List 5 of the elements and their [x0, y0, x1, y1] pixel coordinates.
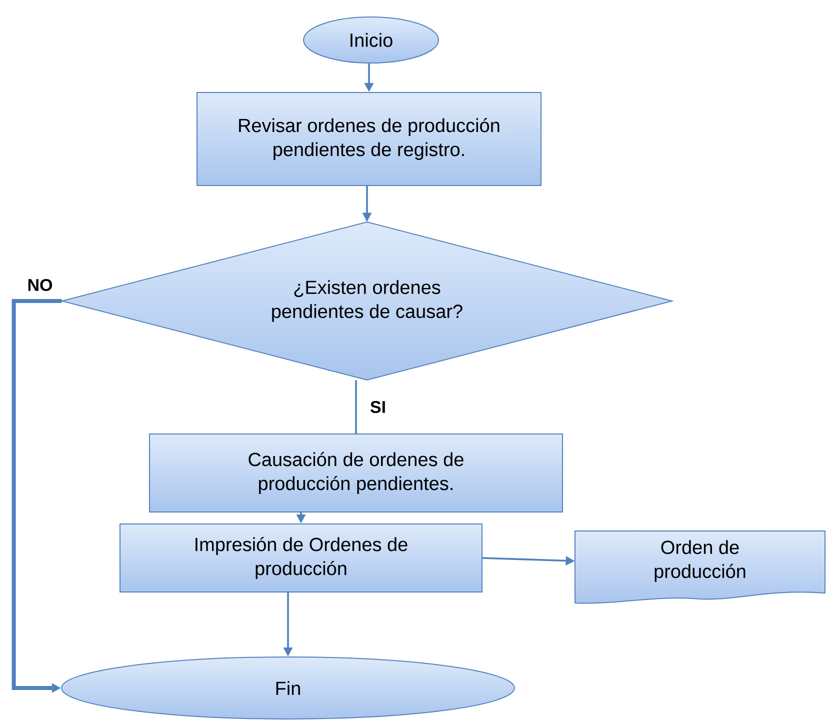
edge-label: NO — [26, 278, 54, 292]
edge-label: SI — [368, 400, 388, 414]
process-box: Causación de ordenes de producción pendientes. — [149, 434, 563, 512]
process-box: Revisar ordenes de producción pendientes de registro. — [196, 92, 542, 186]
process-box: Impresión de Ordenes de producción — [120, 524, 482, 592]
